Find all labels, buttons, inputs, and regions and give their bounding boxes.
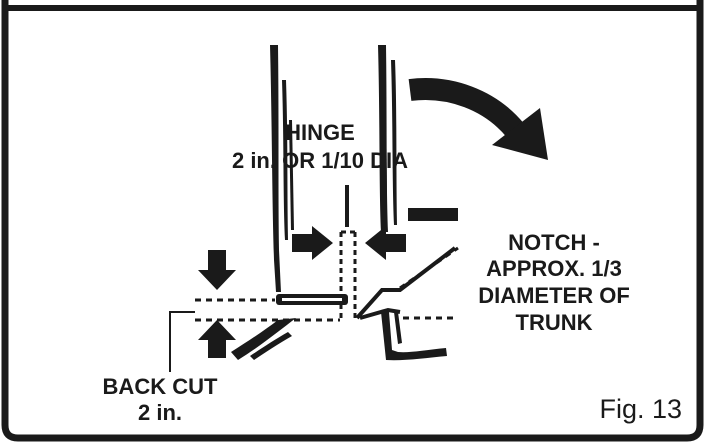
back-cut <box>195 294 348 322</box>
hinge-label-line2: 2 in. OR 1/10 DIA <box>232 148 408 173</box>
hinge-label-line1: HINGE <box>285 120 355 145</box>
notch-label-line4: TRUNK <box>516 310 593 335</box>
backcut-label-line1: BACK CUT <box>103 374 218 399</box>
backcut-down-arrow-icon <box>198 250 236 290</box>
hinge-right-arrow-icon <box>365 226 406 260</box>
tree-trunk <box>231 45 447 361</box>
notch-cut <box>355 246 459 320</box>
notch-label-line1: NOTCH - <box>508 230 600 255</box>
hinge-left-arrow-icon <box>292 226 333 260</box>
backcut-up-arrow-icon <box>198 320 236 358</box>
notch-label-line2: APPROX. 1/3 <box>486 256 622 281</box>
notch-label-line3: DIAMETER OF <box>478 283 630 308</box>
hinge-guides <box>339 230 357 318</box>
backcut-label-line2: 2 in. <box>138 400 182 425</box>
figure-caption: Fig. 13 <box>599 394 682 424</box>
fall-direction-arrow-icon <box>408 78 548 160</box>
felling-cut-bar <box>408 208 458 221</box>
backcut-leader-line <box>169 311 195 372</box>
hinge-marker-line <box>345 185 349 227</box>
